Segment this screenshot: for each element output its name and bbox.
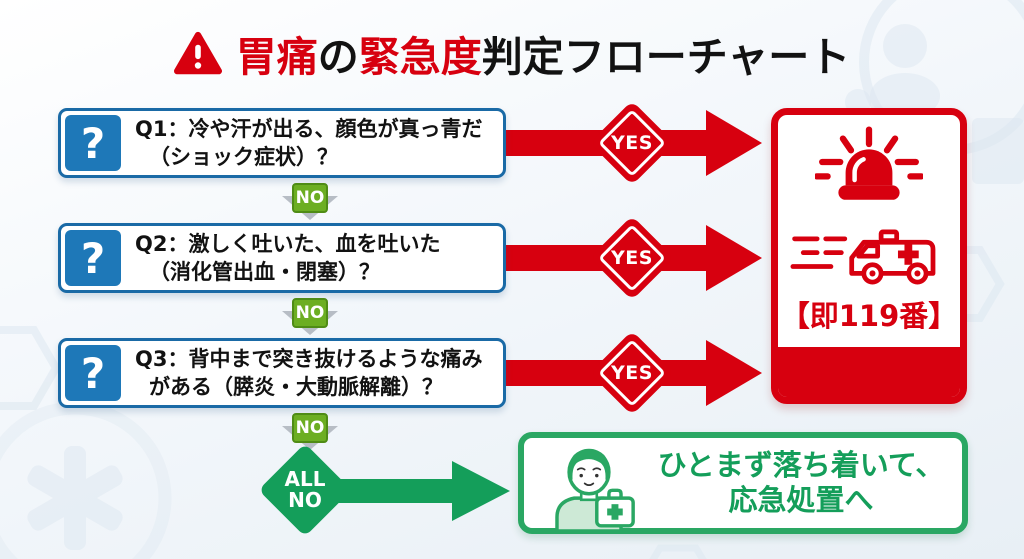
no-badge: NO: [292, 413, 328, 443]
all-no-arrow-bar: [336, 479, 458, 503]
calm-line1: ひとまず落ち着いて、: [657, 448, 945, 482]
title-text: 胃痛の緊急度判定フローチャート: [236, 23, 851, 83]
red-band: [778, 347, 960, 397]
yes-arrowhead-q3: [706, 340, 762, 406]
question-text-q2: Q2：激しく吐いた、血を吐いた （消化管出血・閉塞）？: [135, 226, 499, 290]
question-mark-icon: ?: [65, 345, 121, 401]
emergency-call-box: 【即119番】: [771, 108, 967, 404]
question-line2: （ショック症状）？: [149, 145, 338, 169]
question-line1: Q1：冷や汗が出る、顔色が真っ青だ: [135, 117, 483, 141]
title-part2: の: [317, 33, 359, 81]
question-line2: （消化管出血・閉塞）？: [149, 260, 380, 284]
all-no-arrowhead: [452, 461, 510, 521]
question-mark-glyph: ?: [80, 233, 106, 283]
yes-diamond-q2: YES: [589, 215, 675, 301]
yes-diamond-q1: YES: [589, 100, 675, 186]
yes-label: YES: [611, 362, 653, 384]
question-mark-glyph: ?: [80, 118, 106, 168]
all-no-line1: ALL: [284, 467, 326, 491]
title-part1: 胃痛: [235, 33, 318, 81]
yes-diamond-q3: YES: [589, 330, 675, 416]
no-connector-q1: NO: [282, 183, 338, 221]
question-line2: がある（膵炎・大動脈解離）？: [149, 375, 443, 399]
question-line1: Q2：激しく吐いた、血を吐いた: [135, 232, 441, 256]
title-part3: 緊急度: [358, 33, 482, 81]
no-badge: NO: [292, 298, 328, 328]
all-no-line2: NO: [288, 488, 322, 512]
question-box-q1: ? Q1：冷や汗が出る、顔色が真っ青だ （ショック症状）？: [58, 108, 506, 178]
first-aid-box: ひとまず落ち着いて、 応急処置へ: [518, 432, 968, 534]
question-text-q1: Q1：冷や汗が出る、顔色が真っ青だ （ショック症状）？: [135, 111, 499, 175]
first-aid-text: ひとまず落ち着いて、 応急処置へ: [640, 448, 962, 518]
yes-arrowhead-q1: [706, 110, 762, 176]
no-connector-q2: NO: [282, 298, 338, 336]
person-with-first-aid-kit-icon: [555, 448, 635, 531]
title-part4: 判定フローチャート: [481, 33, 851, 81]
question-text-q3: Q3：背中まで突き抜けるような痛み がある（膵炎・大動脈解離）？: [135, 341, 499, 405]
call-119-label: 【即119番】: [780, 299, 958, 333]
yes-arrowhead-q2: [706, 225, 762, 291]
yes-label: YES: [611, 132, 653, 154]
question-box-q2: ? Q2：激しく吐いた、血を吐いた （消化管出血・閉塞）？: [58, 223, 506, 293]
yes-label: YES: [611, 247, 653, 269]
no-connector-q3: NO: [282, 413, 338, 451]
ambulance-icon: [790, 229, 936, 285]
all-no-diamond: ALL NO: [258, 443, 352, 537]
warning-triangle-icon: [173, 31, 222, 74]
question-line1: Q3：背中まで突き抜けるような痛み: [135, 347, 483, 371]
siren-icon: [815, 126, 923, 200]
no-badge: NO: [292, 183, 328, 213]
all-no-label: ALL NO: [272, 457, 338, 523]
calm-line2: 応急処置へ: [728, 483, 874, 517]
page-title: 胃痛の緊急度判定フローチャート: [0, 22, 1024, 84]
question-mark-icon: ?: [65, 115, 121, 171]
question-mark-icon: ?: [65, 230, 121, 286]
question-box-q3: ? Q3：背中まで突き抜けるような痛み がある（膵炎・大動脈解離）？: [58, 338, 506, 408]
question-mark-glyph: ?: [80, 348, 106, 398]
